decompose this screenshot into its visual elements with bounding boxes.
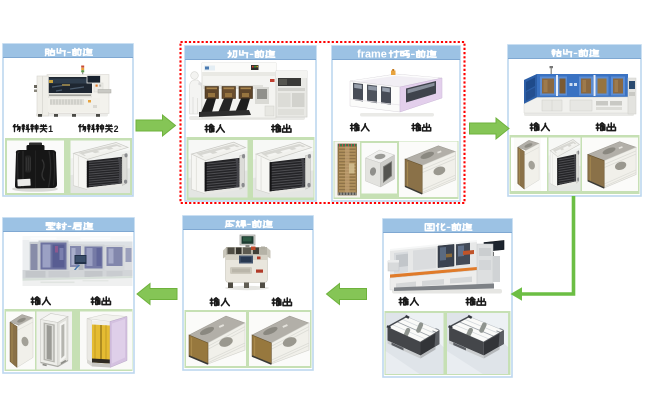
svg-text:2: 2 <box>114 124 119 134</box>
svg-text:frame: frame <box>357 49 387 61</box>
svg-text:1: 1 <box>48 124 53 134</box>
